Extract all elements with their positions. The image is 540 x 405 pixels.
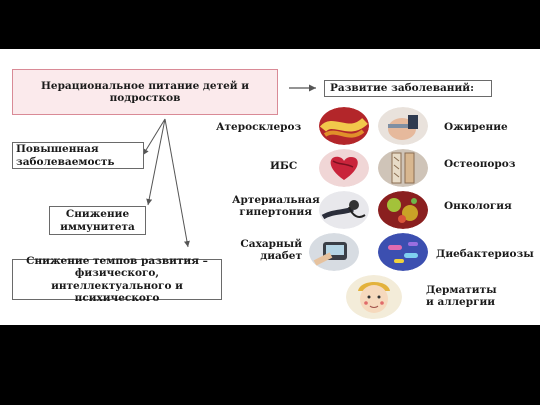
disease-development-box: Развитие заболеваний:: [324, 80, 492, 97]
atherosclerosis-image: [319, 107, 369, 145]
label-hypertension: Артериальная гипертония: [232, 194, 320, 219]
label-dermatitis: Дерматиты и аллергии: [426, 284, 497, 309]
consequence-development-box: Снижение темпов развития – физического, …: [12, 255, 222, 304]
obesity-image: [378, 107, 428, 145]
label-obesity: Ожирение: [444, 121, 508, 133]
connector-arrows: [142, 84, 316, 248]
slide: Нерациональное питание детей и подростко…: [0, 49, 540, 325]
consequence-immunity-box: Снижение иммунитета: [49, 206, 146, 235]
arrow-to-immunity: [146, 118, 166, 206]
main-cause-box: Нерациональное питание детей и подростко…: [12, 69, 278, 115]
arrow-to-development-delay: [164, 118, 190, 248]
label-oncology: Онкология: [444, 200, 512, 212]
consequence-morbidity-box: Повышенная заболеваемость: [12, 142, 144, 169]
label-ibs: ИБС: [270, 160, 298, 172]
osteoporosis-image: [378, 149, 428, 187]
label-dysbacteriosis: Диебактериозы: [436, 248, 534, 260]
diabetes-image: [309, 233, 359, 271]
ibs-image: [319, 149, 369, 187]
dysbacteriosis-image: [378, 233, 428, 271]
oncology-image: [378, 191, 428, 229]
label-diabetes: Сахарный диабет: [240, 238, 302, 263]
dermatitis-child-image: [346, 275, 402, 319]
label-atherosclerosis: Атеросклероз: [216, 121, 302, 133]
hypertension-image: [319, 191, 369, 229]
arrow-to-morbidity: [142, 118, 166, 156]
label-osteoporosis: Остеопороз: [444, 158, 516, 170]
